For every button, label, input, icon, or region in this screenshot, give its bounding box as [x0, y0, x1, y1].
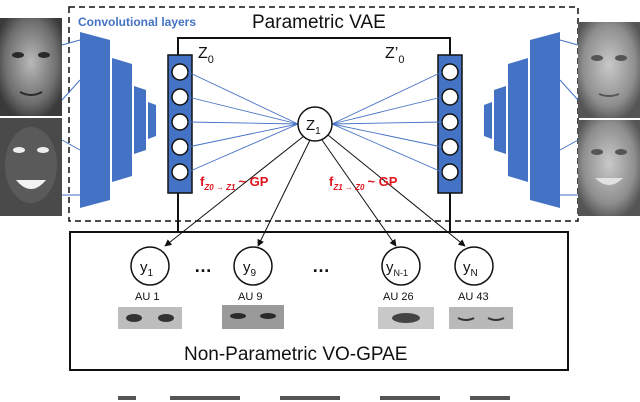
- f-left-label: fZ0 → Z1~ GP: [200, 174, 269, 192]
- output-connectors: [559, 39, 579, 196]
- y-node-n-1: yN-1 AU 26: [381, 246, 421, 303]
- output-face-images: [578, 22, 640, 216]
- z0p-label: Z’0: [385, 45, 404, 66]
- au-thumbnails: [118, 305, 513, 329]
- z0-to-z1-connections: [187, 71, 299, 173]
- svg-text:yN-1: yN-1: [386, 259, 408, 278]
- z0p-latent-column: [437, 54, 463, 194]
- y-node-n: yN AU 43: [454, 246, 494, 303]
- encoder-conv-layers: [80, 32, 156, 208]
- y-node-1: y1 AU 1: [130, 246, 170, 303]
- conv-layers-label: Convolutional layers: [78, 15, 196, 29]
- ellipsis-1: …: [194, 256, 212, 276]
- cropped-caption-fragment: [118, 396, 510, 400]
- svg-text:AU 9: AU 9: [238, 291, 262, 303]
- svg-text:AU 1: AU 1: [135, 291, 159, 303]
- z1-to-y-arrows: [164, 134, 466, 247]
- input-face-images: [0, 18, 62, 216]
- z1-label: Z1: [306, 117, 321, 137]
- svg-text:yN: yN: [463, 259, 478, 279]
- y-node-9: y9 AU 9: [233, 246, 273, 303]
- svg-text:y9: y9: [243, 259, 257, 279]
- f-right-label: fZ1 → Z0~ GP: [329, 174, 398, 192]
- svg-text:AU 26: AU 26: [383, 291, 414, 303]
- z1-to-z0p-connections: [331, 71, 443, 173]
- svg-text:AU 43: AU 43: [458, 291, 489, 303]
- input-connectors: [61, 39, 81, 196]
- svg-text:y1: y1: [140, 259, 154, 279]
- decoder-conv-layers: [484, 32, 560, 208]
- gpae-title: Non-Parametric VO-GPAE: [184, 344, 407, 365]
- z0-latent-column: [167, 54, 193, 194]
- vae-title: Parametric VAE: [252, 12, 386, 33]
- gpae-box: [69, 231, 569, 371]
- z0-label: Z0: [198, 45, 214, 66]
- ellipsis-2: …: [312, 256, 330, 276]
- z1-node: [297, 106, 333, 142]
